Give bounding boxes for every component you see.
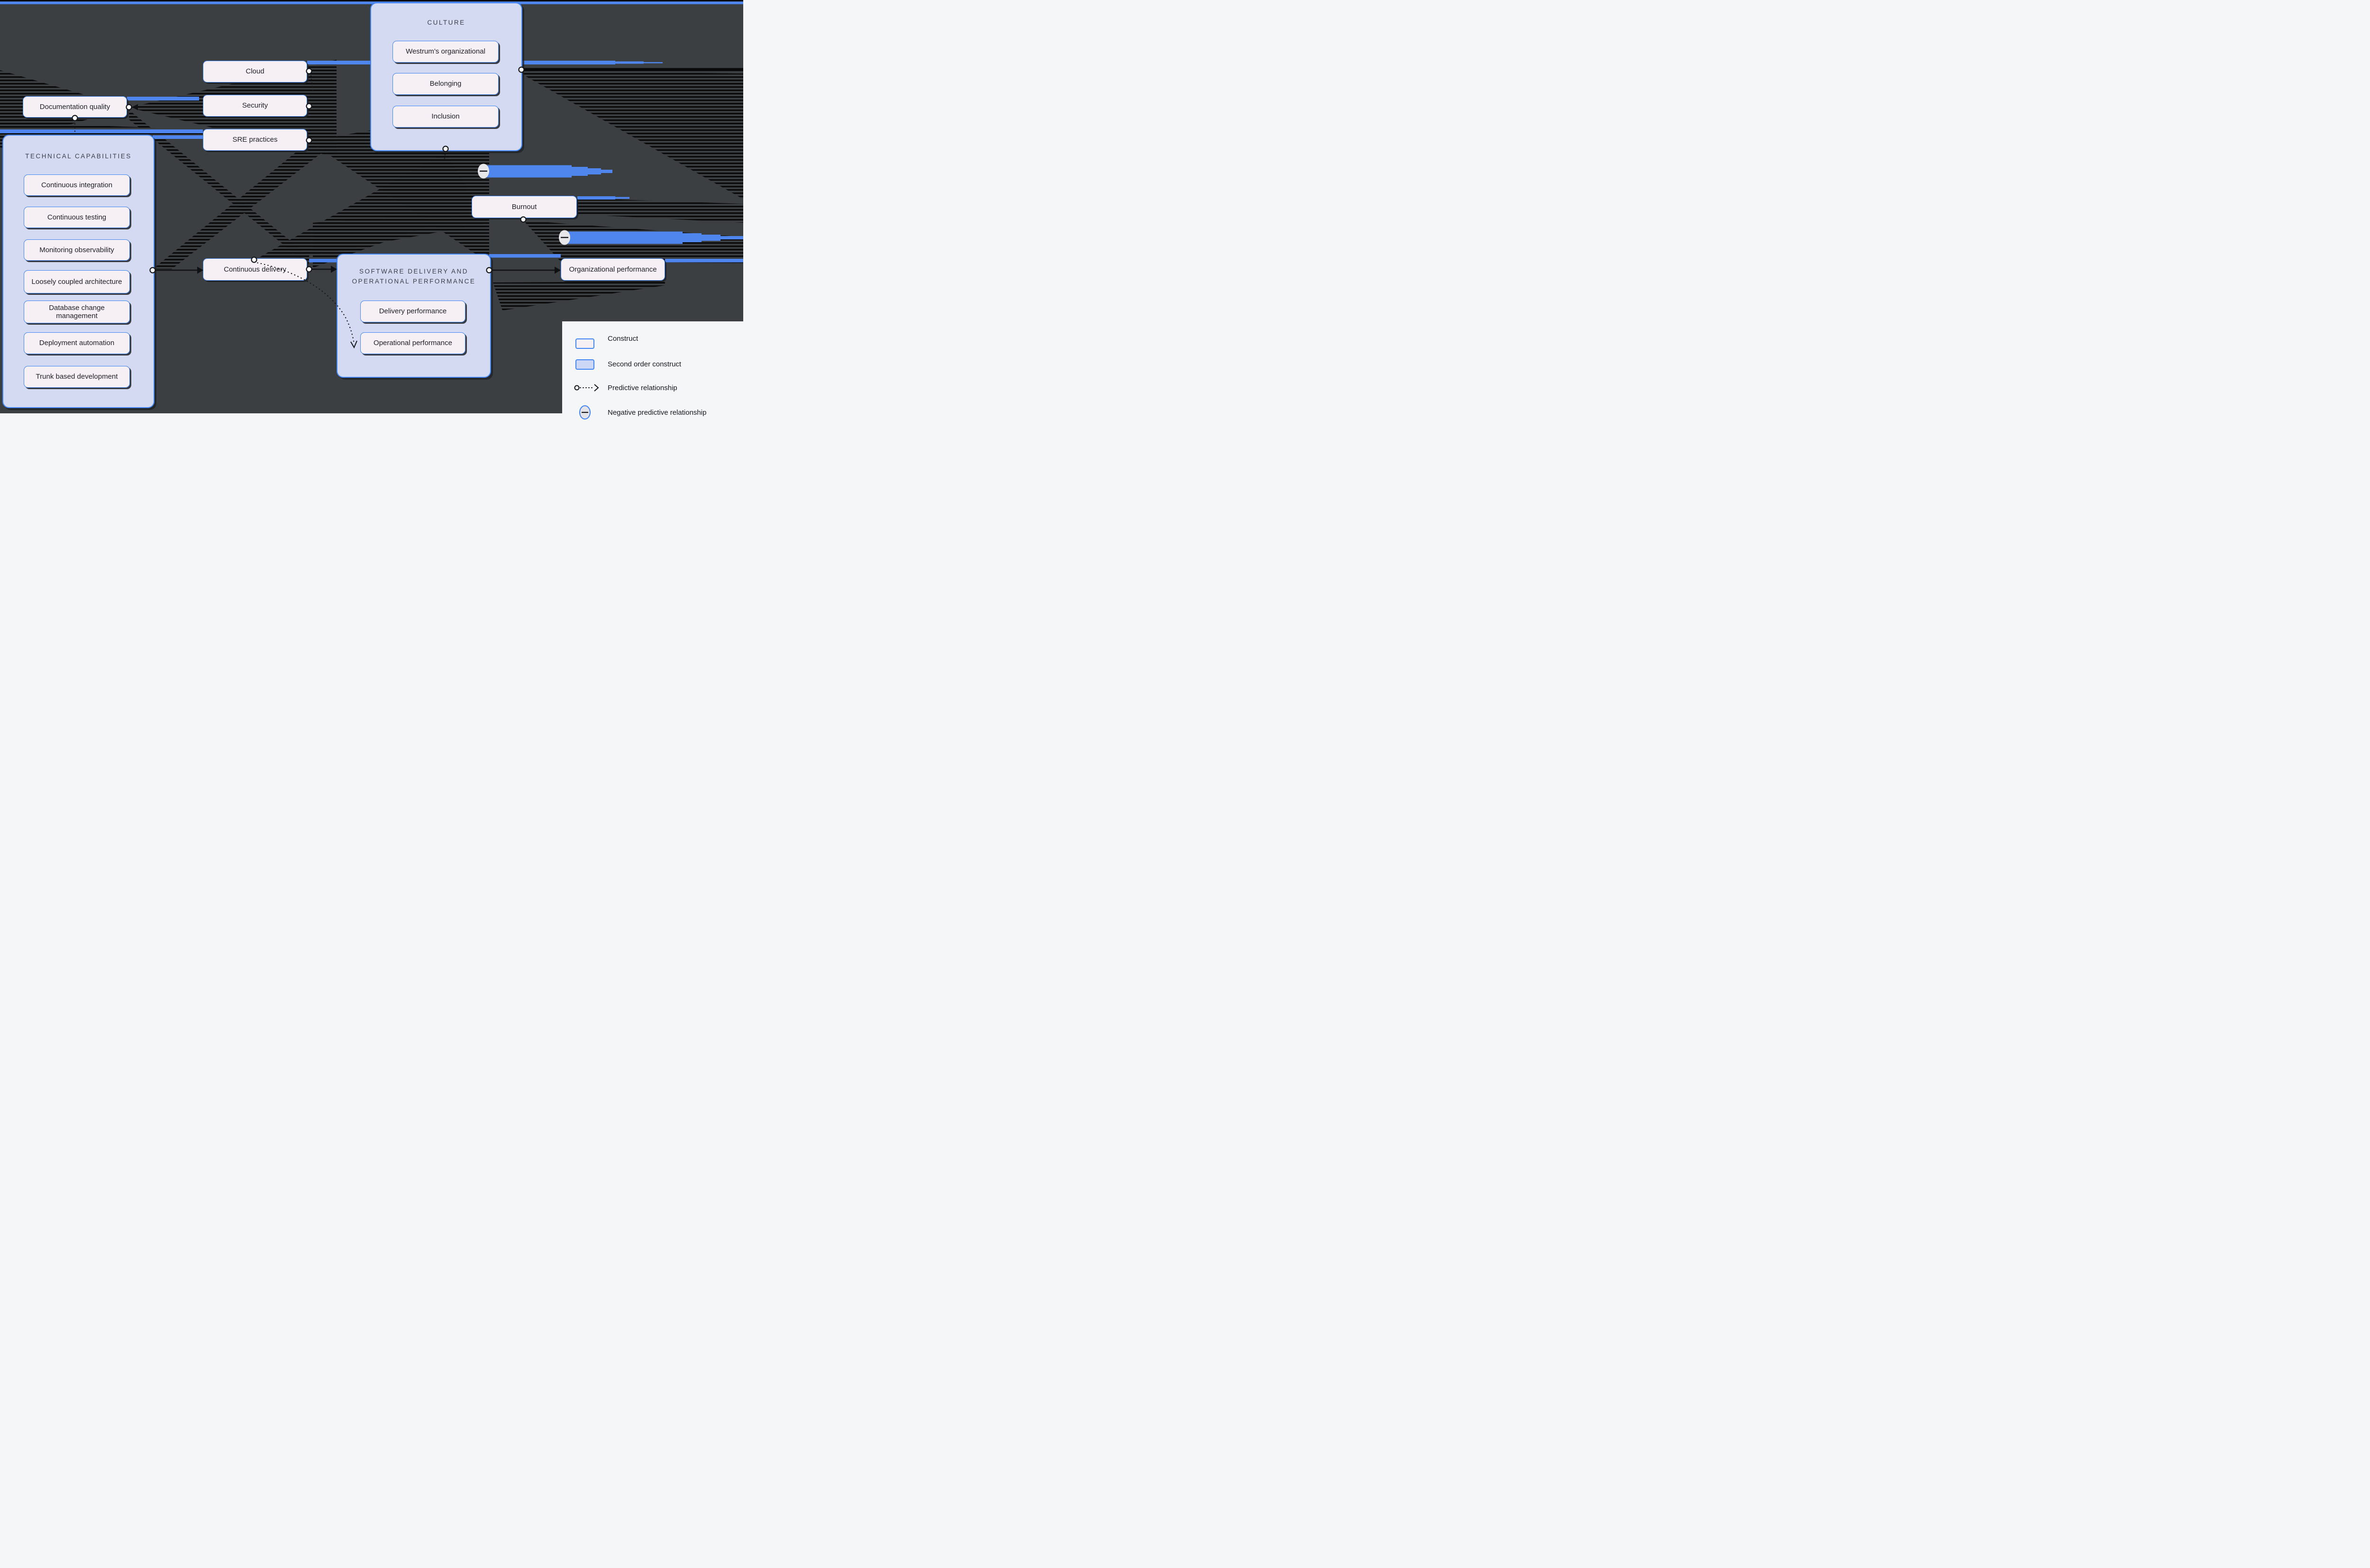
legend-negative-icon — [579, 405, 591, 419]
node-westrums-organizational: Westrum’s organizational — [392, 41, 499, 63]
node-continuous-delivery: Continuous delivery — [203, 258, 307, 281]
node-loosely-coupled-architecture: Loosely coupled architecture — [24, 270, 130, 293]
group-title-culture: CULTURE — [427, 19, 465, 26]
legend-construct-swatch — [575, 338, 594, 349]
node-sre-practices: SRE practices — [203, 129, 307, 151]
node-documentation-quality: Documentation quality — [23, 96, 127, 118]
legend-second-order-label: Second order construct — [608, 360, 682, 368]
node-continuous-integration: Continuous integration — [24, 174, 130, 196]
node-operational-performance: Operational performance — [360, 332, 465, 354]
node-burnout: Burnout — [472, 196, 577, 218]
node-database-change-management: Database change management — [24, 301, 130, 323]
node-belonging: Belonging — [392, 73, 499, 95]
legend-predictive-icon — [574, 384, 599, 392]
node-delivery-performance: Delivery performance — [360, 301, 465, 322]
legend-construct-label: Construct — [608, 335, 638, 343]
node-organizational-performance: Organizational performance — [561, 258, 665, 281]
legend-panel: Construct Second order construct Predict… — [562, 321, 743, 441]
node-cloud: Cloud — [203, 61, 307, 82]
node-inclusion: Inclusion — [392, 106, 499, 128]
node-deployment-automation: Deployment automation — [24, 332, 130, 354]
node-monitoring-observability: Monitoring observability — [24, 239, 130, 261]
legend-negative-label: Negative predictive relationship — [608, 409, 707, 417]
dora-research-model-diagram: TECHNICAL CAPABILITIES CULTURE SOFTWARE … — [0, 0, 743, 441]
node-continuous-testing: Continuous testing — [24, 207, 130, 228]
node-trunk-based-development: Trunk based development — [24, 366, 130, 388]
node-security: Security — [203, 95, 307, 117]
group-title-technical-capabilities: TECHNICAL CAPABILITIES — [25, 153, 132, 160]
group-title-software-delivery: SOFTWARE DELIVERY AND OPERATIONAL PERFOR… — [352, 268, 476, 285]
legend-second-order-swatch — [575, 359, 594, 370]
legend-predictive-label: Predictive relationship — [608, 384, 677, 392]
